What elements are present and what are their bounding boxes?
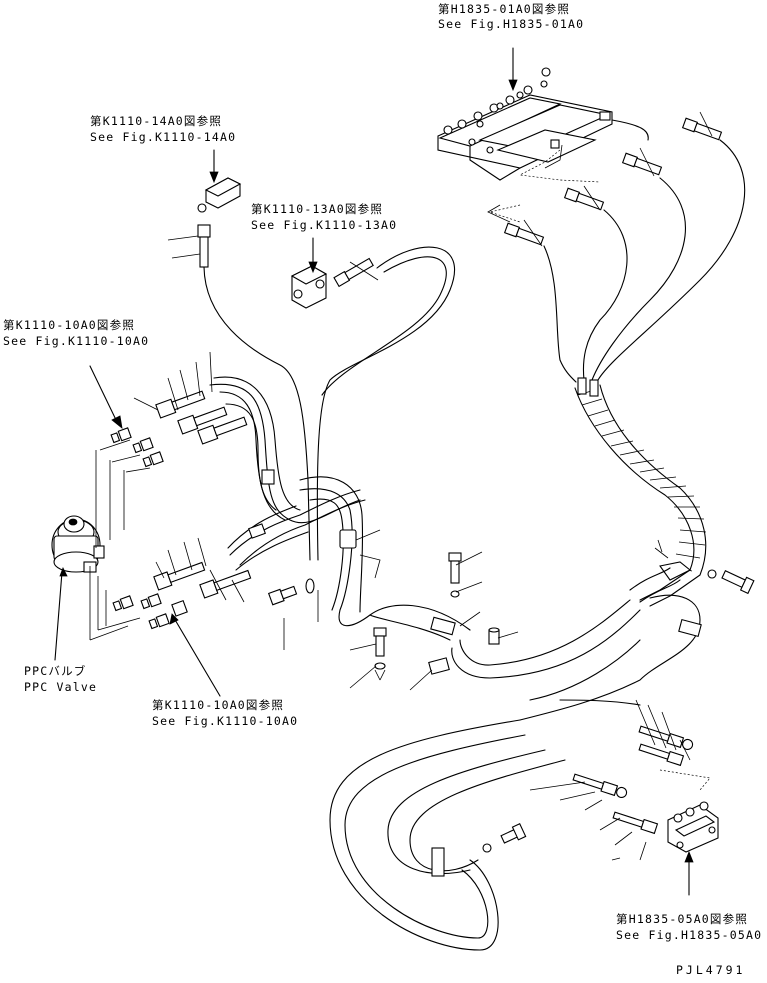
ppc-valve bbox=[51, 515, 105, 661]
bolt-right bbox=[707, 569, 755, 595]
ref-h1835-05a0-en: See Fig.H1835-05A0 bbox=[616, 928, 763, 942]
ppc-valve-label-en: PPC Valve bbox=[24, 680, 98, 694]
top-right-fittings bbox=[488, 111, 723, 247]
hoses-upper-left bbox=[203, 246, 456, 561]
ref-k1110-10a0-top-jp: 第K1110-10A0図参照 bbox=[3, 318, 136, 332]
ref-k1110-14a0-en: See Fig.K1110-14A0 bbox=[90, 130, 237, 144]
drawing-number: PJL4791 bbox=[676, 963, 746, 977]
ref-k1110-10a0-top-en: See Fig.K1110-10A0 bbox=[3, 334, 150, 348]
hoses-upper-right bbox=[543, 119, 746, 383]
fitting-k1110-14a0 bbox=[167, 149, 242, 268]
ref-k1110-10a0-bottom-en: See Fig.K1110-10A0 bbox=[152, 714, 299, 728]
ref-k1110-13a0-en: See Fig.K1110-13A0 bbox=[251, 218, 398, 232]
middle-bolts bbox=[267, 551, 519, 691]
hoses-lower-loop bbox=[329, 594, 702, 951]
spiral-guard bbox=[574, 377, 707, 607]
valve-block-bottom bbox=[667, 801, 719, 896]
hoses-ppc-bundle bbox=[209, 376, 471, 641]
misc-leaders bbox=[487, 144, 669, 559]
fitting-k1110-13a0 bbox=[290, 237, 379, 309]
bolt-bottom bbox=[482, 823, 527, 853]
valve-block-top bbox=[437, 47, 613, 181]
ref-h1835-01a0-en: See Fig.H1835-01A0 bbox=[438, 17, 585, 31]
ref-h1835-05a0-jp: 第H1835-05A0図参照 bbox=[616, 912, 749, 926]
ref-k1110-14a0-jp: 第K1110-14A0図参照 bbox=[90, 114, 223, 128]
bottom-right-fittings bbox=[529, 699, 711, 861]
ppc-upper-fittings bbox=[89, 351, 248, 548]
ppc-lower-fittings bbox=[89, 537, 252, 697]
ref-h1835-01a0-jp: 第H1835-01A0図参照 bbox=[438, 2, 571, 16]
ppc-valve-label-jp: PPCバルブ bbox=[24, 664, 87, 678]
ref-k1110-13a0-jp: 第K1110-13A0図参照 bbox=[251, 202, 384, 216]
ref-k1110-10a0-bottom-jp: 第K1110-10A0図参照 bbox=[152, 698, 285, 712]
